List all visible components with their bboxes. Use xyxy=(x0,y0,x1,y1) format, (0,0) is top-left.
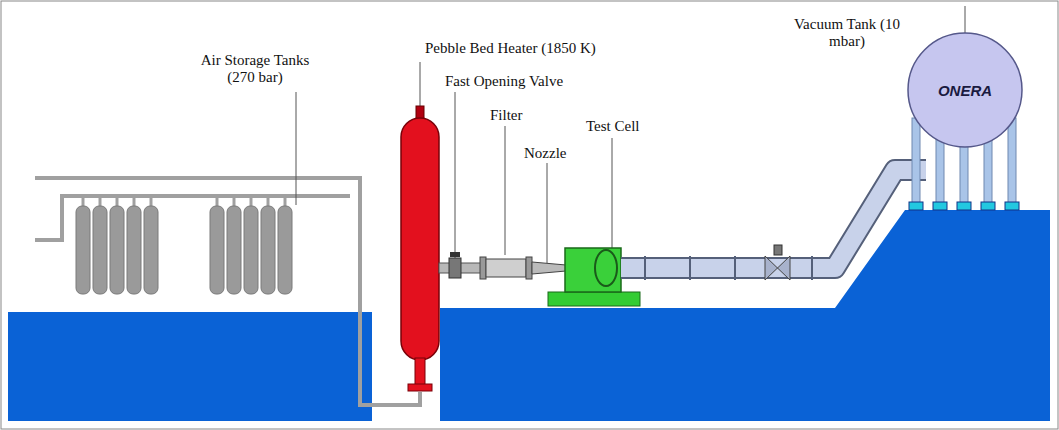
illustration-shape xyxy=(595,250,617,286)
part-label: Filter xyxy=(490,107,523,124)
illustration-shape xyxy=(933,202,947,210)
illustration-shape xyxy=(1005,202,1019,210)
part-label: Test Cell xyxy=(586,118,640,135)
illustration-shape xyxy=(127,206,141,294)
illustration-shape xyxy=(449,258,461,278)
illustration-shape xyxy=(8,312,372,421)
illustration-shape xyxy=(565,248,621,292)
illustration-shape xyxy=(480,257,486,279)
illustration-shape xyxy=(110,206,124,294)
storage-tanks xyxy=(76,196,292,294)
illustration-shape xyxy=(689,256,691,280)
illustration-shape xyxy=(811,256,813,280)
illustration-shape xyxy=(244,206,258,294)
part-label: Pebble Bed Heater (1850 K) xyxy=(425,40,596,57)
illustration-shape xyxy=(765,256,790,280)
illustration-shape xyxy=(774,245,782,255)
illustration-shape xyxy=(420,62,421,106)
illustration-shape xyxy=(621,170,926,268)
illustration-shape xyxy=(227,206,241,294)
part-label: Vacuum Tank (10 mbar) xyxy=(792,16,902,50)
illustration-shape xyxy=(93,206,107,294)
illustration-shape xyxy=(912,118,920,204)
part-label: Fast Opening Valve xyxy=(445,73,563,90)
illustration-shape xyxy=(486,259,526,277)
illustration-shape xyxy=(415,358,425,386)
illustration-shape xyxy=(296,92,297,205)
illustration-shape xyxy=(734,256,736,280)
illustration-shape xyxy=(278,206,292,294)
illustration-shape xyxy=(210,206,224,294)
illustration-shape xyxy=(621,170,926,268)
illustration-shape xyxy=(408,384,432,391)
illustration-shape xyxy=(261,206,275,294)
tank-outline xyxy=(908,33,1022,147)
illustration-shape xyxy=(909,202,923,210)
illustration-shape xyxy=(450,252,460,257)
illustration-shape xyxy=(76,206,90,294)
illustration-shape xyxy=(440,210,1050,421)
illustration-shape xyxy=(401,118,439,360)
illustration-shape xyxy=(455,92,456,258)
illustration-shape xyxy=(532,262,566,274)
tank-logo-text: ONERA xyxy=(938,82,992,99)
illustration-shape xyxy=(548,292,640,306)
illustration-shape xyxy=(1008,118,1016,204)
vacuum-tank: ONERA xyxy=(907,32,1023,148)
illustration-shape xyxy=(35,178,420,405)
illustration-shape xyxy=(547,163,548,263)
illustration-shape xyxy=(645,256,812,280)
illustration-shape xyxy=(981,202,995,210)
illustration-shape xyxy=(505,126,506,255)
illustration-shape xyxy=(144,206,158,294)
illustration-shape xyxy=(644,256,646,280)
part-label: Nozzle xyxy=(524,145,566,162)
part-label: Air Storage Tanks (270 bar) xyxy=(190,52,320,86)
illustration-shape xyxy=(526,257,532,279)
illustration-shape xyxy=(957,202,971,210)
illustration-shape xyxy=(612,138,613,248)
